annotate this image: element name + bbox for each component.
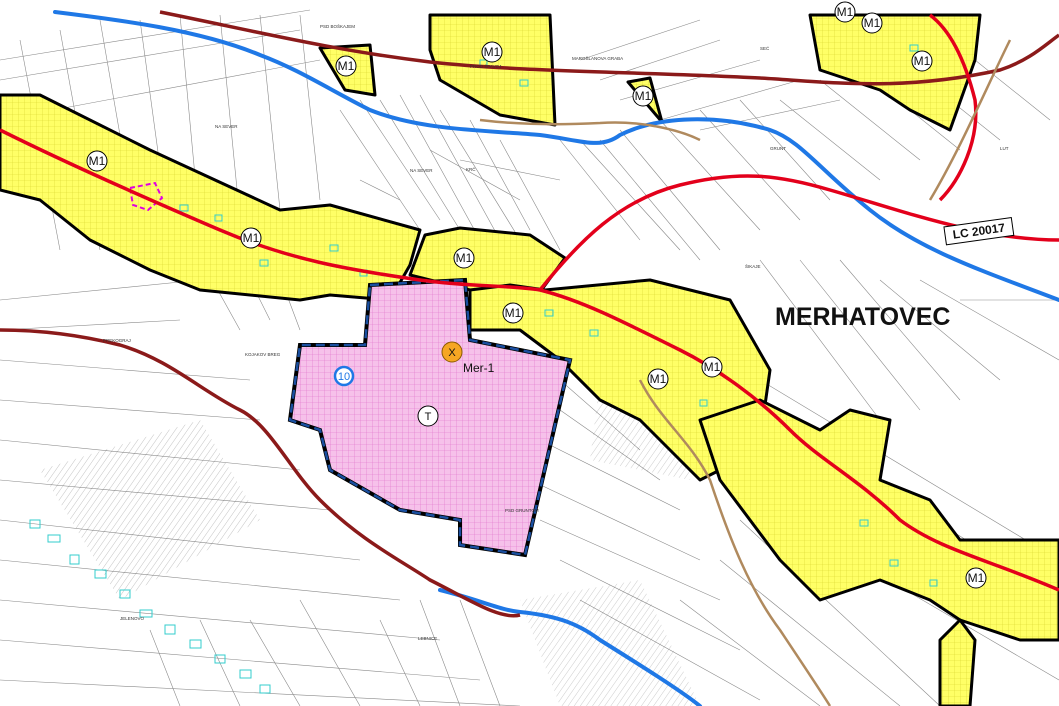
svg-text:M1: M1 — [635, 89, 652, 103]
m1-marker: M1 — [481, 41, 503, 63]
m1-marker: M1 — [632, 85, 654, 107]
svg-text:PROD ŠPAVOJ: PROD ŠPAVOJ — [470, 63, 501, 69]
svg-text:M1: M1 — [89, 154, 106, 168]
secondary-roads — [0, 10, 1059, 618]
svg-text:M1: M1 — [914, 54, 931, 68]
m1-marker: M1 — [911, 50, 933, 72]
area-number-marker: 10 — [333, 365, 355, 387]
m1-marker: M1 — [861, 12, 883, 34]
svg-text:GRUNT: GRUNT — [770, 146, 786, 151]
svg-text:T: T — [425, 411, 432, 423]
m1-marker: M1 — [502, 302, 524, 324]
magenta-plot — [128, 181, 164, 212]
svg-text:M1: M1 — [650, 372, 667, 386]
svg-text:M1: M1 — [864, 16, 881, 30]
svg-text:LUT: LUT — [1000, 146, 1009, 151]
svg-text:KRČ: KRČ — [466, 166, 476, 172]
svg-text:M1: M1 — [338, 59, 355, 73]
streams — [53, 10, 1059, 706]
svg-text:X: X — [448, 347, 456, 359]
m1-marker: M1 — [240, 227, 262, 249]
svg-text:JELENOVO: JELENOVO — [120, 616, 145, 621]
m1-labels: M1 M1 M1 M1 M1 M1 M1 M1 M1 M1 M1 M1 M1 — [86, 1, 987, 589]
m1-marker: M1 — [335, 55, 357, 77]
svg-text:NA SEVER: NA SEVER — [410, 168, 433, 173]
svg-text:10: 10 — [338, 371, 350, 383]
dirt-paths — [479, 39, 1012, 706]
svg-text:M1: M1 — [704, 360, 721, 374]
svg-text:M1: M1 — [456, 251, 473, 265]
svg-text:MAROŠLANOVA GRABA: MAROŠLANOVA GRABA — [572, 55, 623, 61]
svg-text:M1: M1 — [243, 231, 260, 245]
m1-marker: M1 — [701, 356, 723, 378]
svg-text:M1: M1 — [484, 45, 501, 59]
svg-text:PREKOGRAJ: PREKOGRAJ — [103, 338, 131, 343]
settlement-name: MERHATOVEC — [775, 303, 950, 331]
svg-text:PSD GRUNTOM: PSD GRUNTOM — [505, 508, 539, 513]
m1-marker: M1 — [834, 1, 856, 23]
svg-text:PSD BOŠKAJEM: PSD BOŠKAJEM — [320, 23, 355, 29]
m1-marker: M1 — [647, 368, 669, 390]
svg-text:M1: M1 — [505, 306, 522, 320]
m1-marker: M1 — [965, 567, 987, 589]
site-name: Mer-1 — [463, 361, 495, 375]
locality-names: PSD BOŠKAJEM NA SEVER NA SEVER KRČ MAROŠ… — [103, 23, 1009, 641]
site-boundary — [288, 278, 572, 557]
m1-marker: M1 — [453, 247, 475, 269]
m1-marker: M1 — [86, 150, 108, 172]
road-code-label: LC 20017 — [943, 216, 1015, 246]
svg-text:M1: M1 — [837, 5, 854, 19]
svg-text:M1: M1 — [968, 571, 985, 585]
site-marker: X Mer-1 — [441, 341, 495, 375]
svg-text:ŠIKAJE: ŠIKAJE — [745, 263, 761, 269]
svg-text:KOJAKOV BREG: KOJAKOV BREG — [245, 352, 281, 357]
t-marker: T — [417, 405, 439, 427]
svg-text:NA SEVER: NA SEVER — [215, 124, 238, 129]
svg-text:LEBNICE: LEBNICE — [418, 636, 437, 641]
svg-text:SEĆ: SEĆ — [760, 45, 770, 51]
